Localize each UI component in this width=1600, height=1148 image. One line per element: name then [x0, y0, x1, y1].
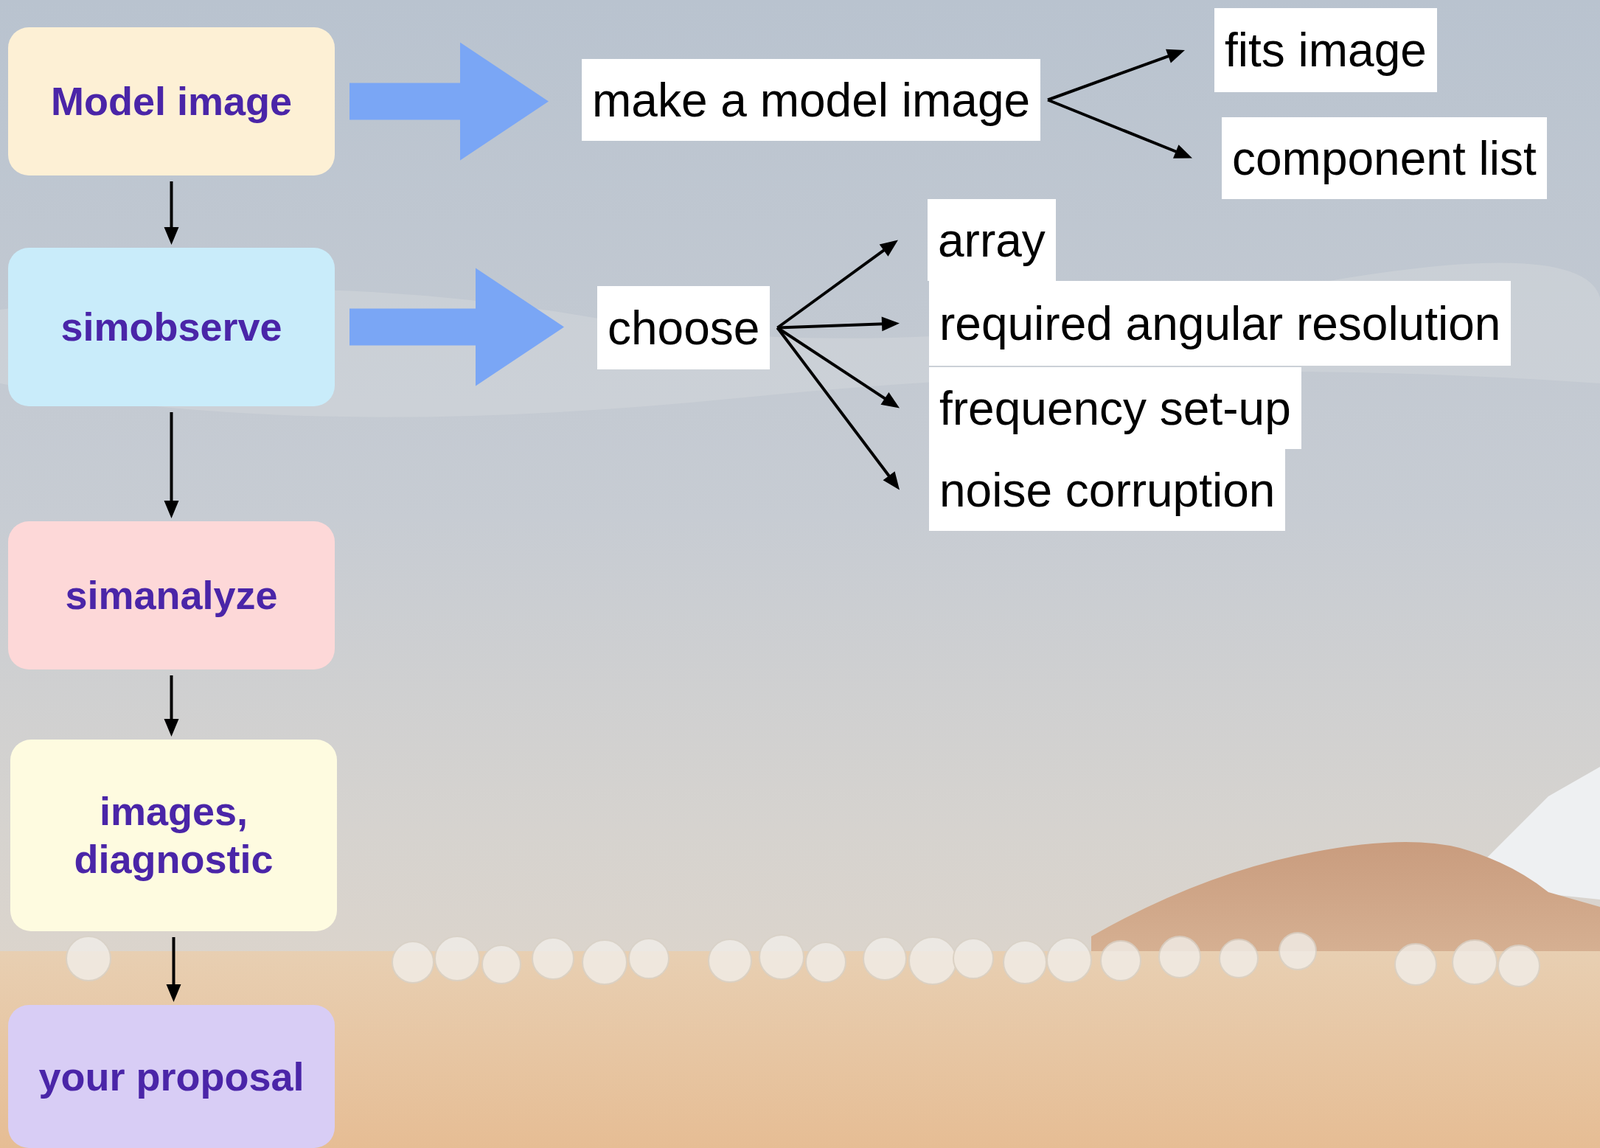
option-label: make a model image — [592, 76, 1031, 124]
step-label: simobserve — [60, 303, 282, 351]
option-label: frequency set-up — [939, 384, 1292, 433]
arrow-head — [164, 227, 180, 245]
big-arrow — [349, 42, 549, 161]
connector — [164, 181, 180, 245]
arrow-head — [880, 392, 900, 409]
step-label: images, diagnostic — [19, 787, 329, 884]
arrow-line — [172, 937, 176, 992]
connector — [777, 316, 900, 332]
connector — [1047, 100, 1193, 159]
arrow-head — [881, 316, 900, 332]
arrow-line — [777, 328, 891, 403]
connector — [777, 328, 900, 491]
arrow-head — [883, 471, 900, 490]
arrow-head — [164, 718, 180, 737]
connector — [164, 675, 180, 737]
process-box: images, diagnostic — [10, 739, 337, 932]
text-box: required angular resolution — [929, 280, 1511, 366]
text-box: component list — [1221, 117, 1547, 200]
connector — [164, 412, 180, 519]
connector — [777, 328, 900, 409]
connector — [349, 42, 549, 161]
text-box: fits image — [1214, 8, 1438, 93]
option-label: noise corruption — [939, 466, 1275, 514]
big-arrow — [349, 268, 565, 387]
connector — [1047, 49, 1185, 101]
connector — [777, 240, 899, 329]
arrow-line — [170, 675, 174, 727]
step-label: your proposal — [38, 1052, 304, 1101]
arrow-line — [170, 412, 174, 509]
option-label: array — [937, 216, 1046, 264]
process-box: simanalyze — [8, 521, 335, 670]
process-box: your proposal — [8, 1004, 335, 1148]
arrow-line — [777, 323, 890, 328]
antenna-dishes — [66, 932, 1540, 987]
arrow-head — [1165, 49, 1185, 64]
arrow-line — [777, 246, 890, 329]
arrow-line — [777, 328, 893, 483]
text-box: array — [927, 199, 1056, 281]
arrow-line — [1047, 100, 1183, 155]
arrow-line — [170, 181, 174, 235]
option-label: choose — [607, 304, 760, 352]
arrow-line — [1047, 53, 1176, 101]
desert-ground — [0, 951, 1600, 1148]
text-box: choose — [597, 286, 770, 370]
step-label: Model image — [50, 77, 292, 126]
process-box: Model image — [8, 27, 335, 176]
option-label: component list — [1232, 134, 1537, 183]
arrow-head — [164, 500, 180, 519]
arrow-head — [879, 240, 899, 257]
text-box: make a model image — [581, 58, 1041, 141]
text-box: noise corruption — [929, 449, 1286, 531]
connector — [349, 268, 565, 387]
step-label: simanalyze — [64, 571, 278, 620]
arrow-head — [1173, 144, 1193, 159]
text-box: frequency set-up — [929, 367, 1302, 450]
option-label: fits image — [1224, 26, 1427, 74]
connector — [166, 937, 182, 1003]
option-label: required angular resolution — [939, 300, 1501, 348]
process-box: simobserve — [8, 247, 335, 407]
arrow-head — [166, 984, 182, 1003]
